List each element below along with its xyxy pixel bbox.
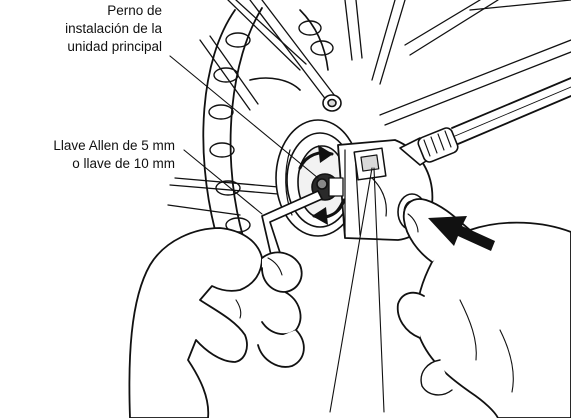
callout-line: Llave Allen de 5 mm xyxy=(53,138,175,153)
push-arrow-icon xyxy=(428,216,495,251)
spoke-bolt xyxy=(322,94,342,112)
callout-allen-wrench: Llave Allen de 5 mm o llave de 10 mm xyxy=(53,137,175,173)
callout-line: instalación de la xyxy=(65,21,162,36)
callout-mounting-bolt: Perno de instalación de la unidad princi… xyxy=(65,2,162,56)
callout-line: o llave de 10 mm xyxy=(72,156,175,171)
cable-connector xyxy=(399,77,571,166)
callout-line: Perno de xyxy=(107,3,162,18)
leader-lines xyxy=(169,55,385,413)
callout-line: unidad principal xyxy=(67,39,162,54)
left-hand xyxy=(128,227,305,418)
right-hand xyxy=(396,198,571,418)
